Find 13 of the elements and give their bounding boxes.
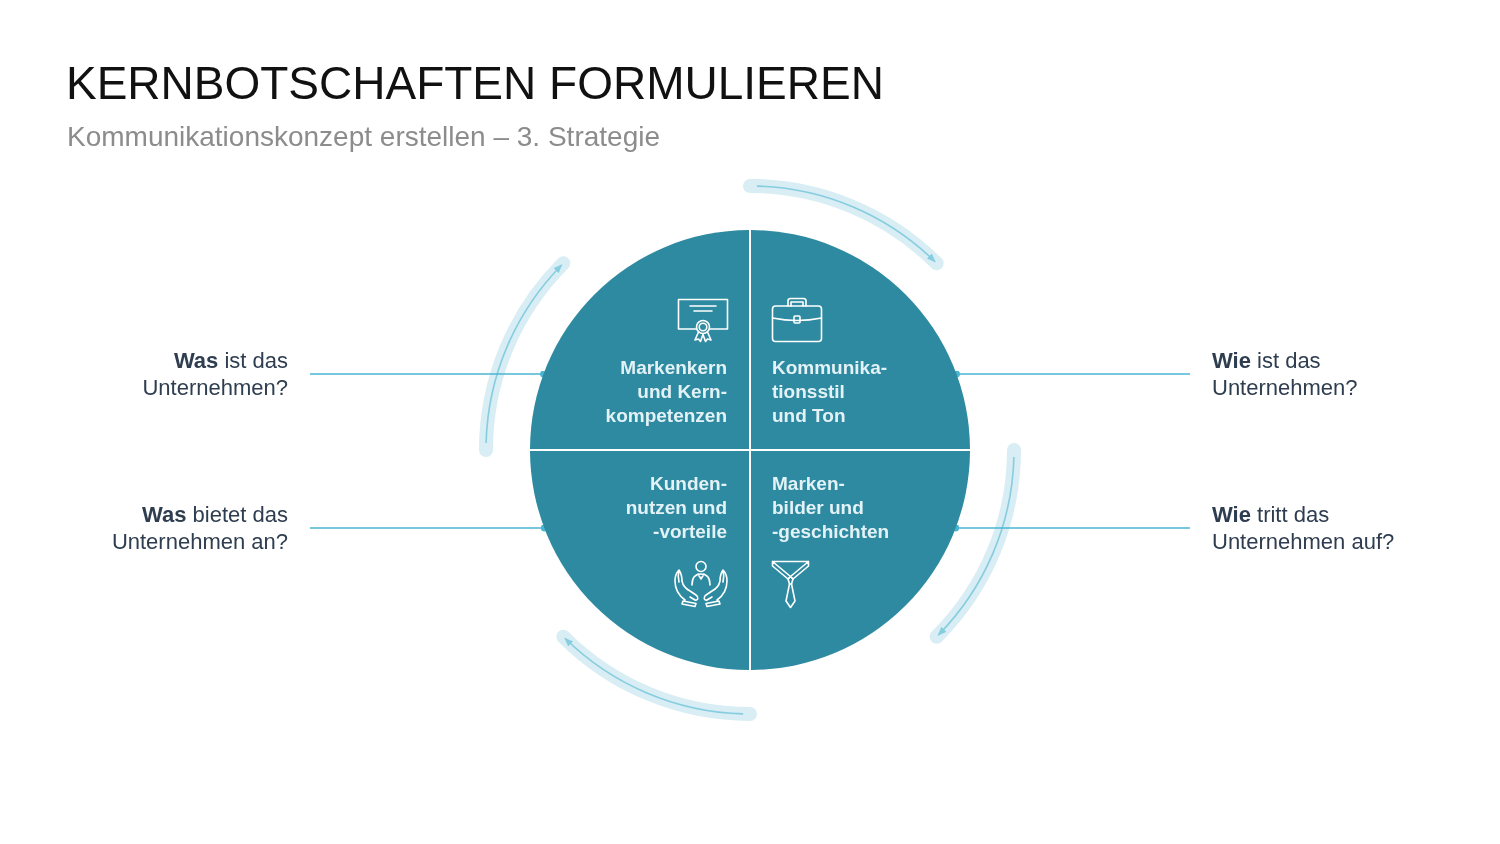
quadrant-label: Kunden- nutzen und -vorteile <box>625 472 727 544</box>
connector-line <box>952 370 1191 378</box>
question-text: Wie tritt das Unternehmen auf? <box>1212 501 1396 555</box>
question-text: Wie ist das Unternehmen? <box>1212 347 1359 401</box>
connector-line <box>952 524 1191 532</box>
quadrant-label: Marken- bilder und -geschichten <box>772 472 890 544</box>
quadrant-label: Markenkern und Kern- kompetenzen <box>605 356 727 428</box>
question-text: Was bietet das Unternehmen an? <box>110 501 288 555</box>
question-text: Was ist das Unternehmen? <box>141 347 288 401</box>
connector-line <box>309 524 548 532</box>
slide-title: KERNBOTSCHAFTEN FORMULIEREN <box>66 58 884 109</box>
subtitle: Kommunikationskonzept erstellen – 3. Strategie <box>67 120 660 154</box>
quadrant-label: Kommunika- tionsstil und Ton <box>772 356 888 428</box>
